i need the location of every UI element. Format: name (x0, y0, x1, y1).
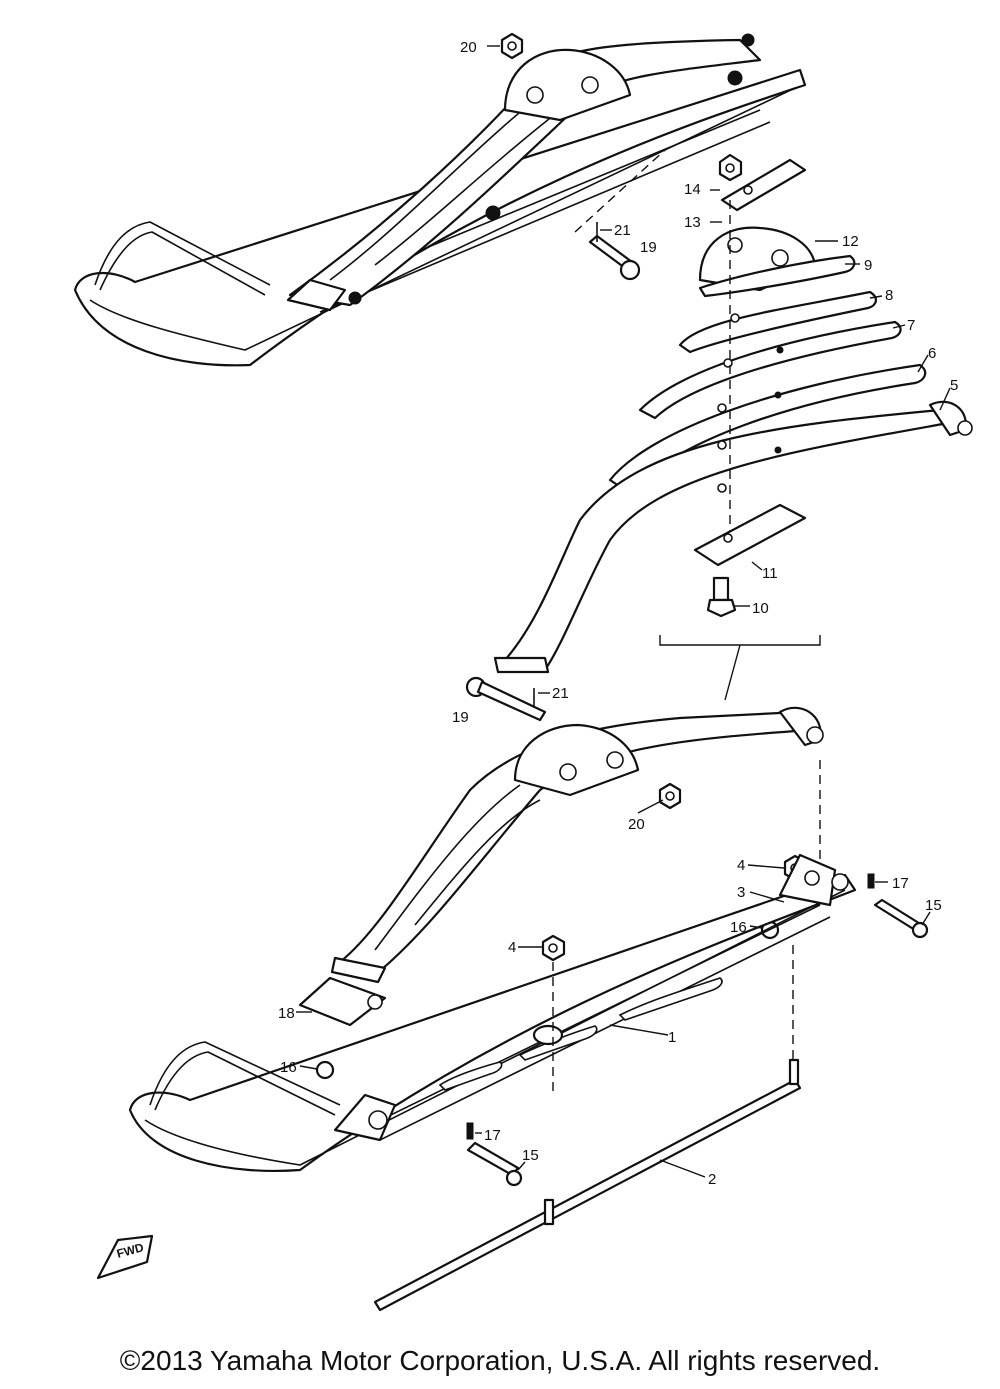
bolt-19-bottom (465, 676, 550, 722)
callout-15-front: 15 (522, 1147, 539, 1164)
wear-bar-2 (373, 1058, 802, 1312)
nut-20-top (487, 32, 524, 60)
plate-18 (298, 976, 387, 1027)
callout-10: 10 (752, 600, 769, 617)
callout-17-rear: 17 (892, 875, 909, 892)
spring-leaf-9 (698, 254, 856, 298)
pin-17-front (466, 1122, 474, 1140)
callout-4-rear: 4 (737, 857, 745, 874)
callout-18: 18 (278, 1005, 295, 1022)
nut-4-center (541, 934, 566, 962)
nut-14 (718, 153, 743, 182)
callout-20-top: 20 (460, 39, 477, 56)
callout-11: 11 (762, 565, 778, 582)
ski-1 (128, 853, 857, 1172)
callout-20-bottom: 20 (628, 816, 645, 833)
callout-15-rear: 15 (925, 897, 942, 914)
callout-19-bottom: 19 (452, 709, 469, 726)
plate-11 (693, 503, 807, 567)
callout-16-rear: 16 (730, 919, 747, 936)
ski-assembly-diagram: FWD 20 14 13 21 19 12 9 8 7 6 5 11 10 21… (73, 32, 973, 1312)
plate-13 (720, 158, 807, 212)
callout-21-bottom: 21 (552, 685, 569, 702)
callout-1: 1 (668, 1029, 676, 1046)
lower-spring-assembly (330, 706, 824, 984)
callout-5: 5 (950, 377, 958, 394)
spring-leaf-8 (678, 290, 877, 354)
callout-3: 3 (737, 884, 745, 901)
callout-2: 2 (708, 1171, 716, 1188)
callout-12: 12 (842, 233, 859, 250)
nut-20-bottom (658, 782, 682, 810)
forward-arrow-icon: FWD (96, 1234, 154, 1280)
pin-17-rear (867, 873, 875, 889)
callout-13: 13 (684, 214, 701, 231)
callout-7: 7 (907, 317, 915, 334)
callout-6: 6 (928, 345, 936, 362)
assembled-ski (73, 33, 807, 367)
copyright-notice: ©2013 Yamaha Motor Corporation, U.S.A. A… (119, 1345, 881, 1376)
bolt-15-front (466, 1141, 523, 1187)
fwd-label: FWD (115, 1240, 145, 1261)
callout-9: 9 (864, 257, 872, 274)
callout-17-front: 17 (484, 1127, 501, 1144)
callout-14: 14 (684, 181, 701, 198)
spring-5 (493, 400, 973, 674)
callout-4-center: 4 (508, 939, 516, 956)
callout-16-front: 16 (280, 1059, 297, 1076)
callout-21-top: 21 (614, 222, 631, 239)
callout-8: 8 (885, 287, 893, 304)
bolt-19-top (574, 149, 666, 281)
callout-19-top: 19 (640, 239, 657, 256)
bolt-15-rear (873, 898, 929, 939)
bolt-10 (706, 576, 750, 618)
spring-leaf-7 (638, 320, 902, 420)
collar-16-front (315, 1060, 335, 1080)
